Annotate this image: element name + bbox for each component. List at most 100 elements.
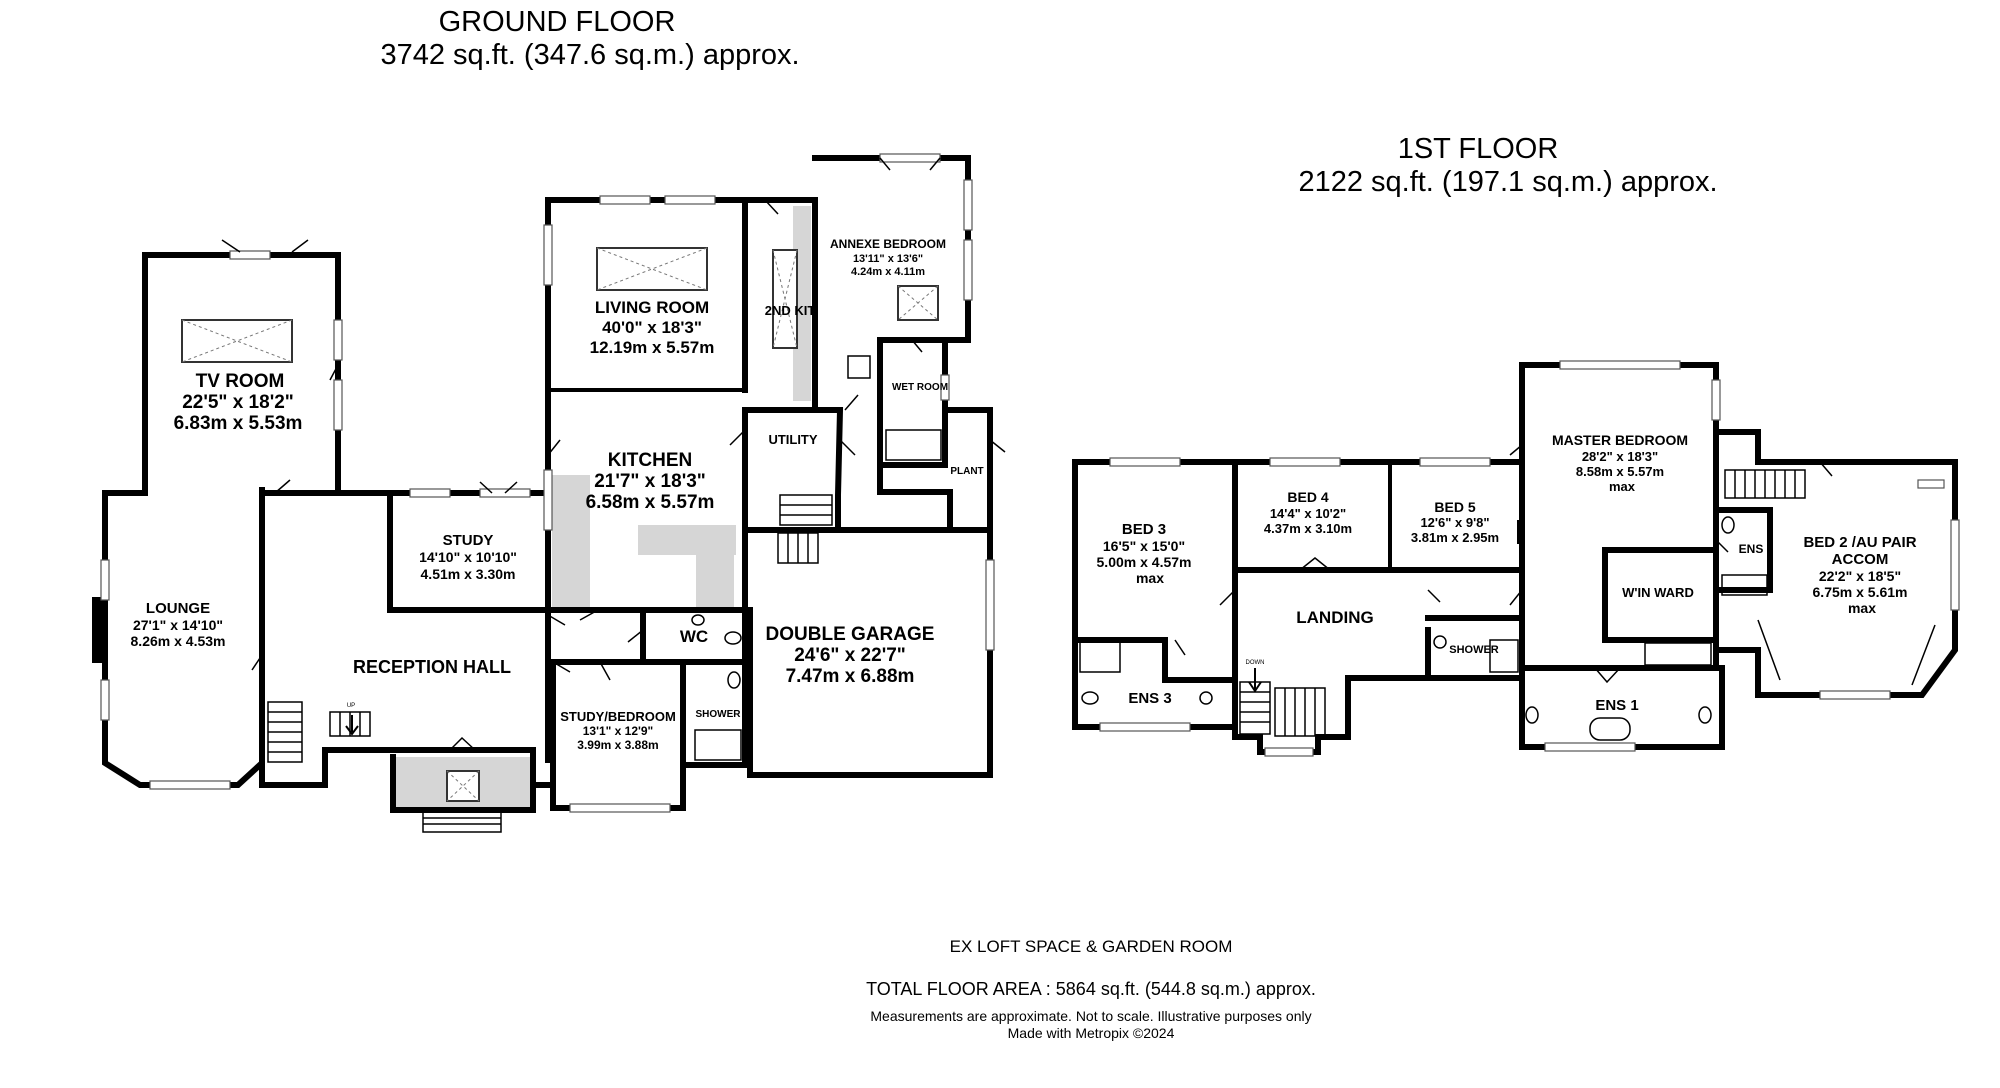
- first-floor-area: 2122 sq.ft. (197.1 sq.m.) approx.: [1298, 166, 1717, 198]
- ens3-inner-walls: [1072, 637, 1238, 683]
- first-floor-stairs: DOWN: [1239, 660, 1326, 737]
- ground-floor-heading: GROUND FLOOR 3742 sq.ft. (347.6 sq.m.) a…: [380, 6, 799, 71]
- svg-text:KITCHEN: KITCHEN: [608, 450, 692, 471]
- living-room-label: LIVING ROOM 40'0" x 18'3" 12.19m x 5.57m: [590, 298, 715, 357]
- ens3-label: ENS 3: [1128, 690, 1171, 707]
- reception-hall-label: RECEPTION HALL: [353, 657, 511, 677]
- master-fireplace: [1517, 520, 1525, 544]
- svg-text:14'10" x 10'10": 14'10" x 10'10": [419, 549, 517, 565]
- made-with: Made with Metropix ©2024: [1008, 1025, 1175, 1041]
- utility-walls: [742, 407, 844, 533]
- utility-label: UTILITY: [768, 432, 817, 447]
- svg-text:DOUBLE GARAGE: DOUBLE GARAGE: [766, 624, 935, 645]
- svg-text:13'11" x 13'6": 13'11" x 13'6": [853, 253, 923, 265]
- walk-in-wardrobe-walls: [1602, 547, 1719, 643]
- shower-tray-ff: [1489, 639, 1519, 673]
- bed5-label: BED 5 12'6" x 9'8" 3.81m x 2.95m: [1411, 499, 1499, 545]
- svg-text:4.37m x 3.10m: 4.37m x 3.10m: [1264, 521, 1352, 536]
- tv-room-label: TV ROOM 22'5" x 18'2" 6.83m x 5.53m: [174, 371, 303, 434]
- bed2-walls: [1713, 429, 1958, 698]
- bed2-stairs: [1724, 469, 1806, 499]
- wc-basin: [691, 614, 705, 626]
- svg-text:22'5" x 18'2": 22'5" x 18'2": [182, 392, 294, 413]
- annexe-skylight: [897, 285, 939, 321]
- kitchen-label: KITCHEN 21'7" x 18'3" 6.58m x 5.57m: [586, 450, 715, 513]
- svg-text:STUDY/BEDROOM: STUDY/BEDROOM: [560, 709, 676, 724]
- double-garage-label: DOUBLE GARAGE 24'6" x 22'7" 7.47m x 6.88…: [766, 624, 935, 687]
- first-floor-doors: [1174, 444, 1936, 686]
- bed4-bed5-walls: [1232, 459, 1525, 573]
- kitchen-grey-floor-2: [696, 535, 734, 607]
- svg-text:BED 5: BED 5: [1434, 499, 1475, 515]
- ens2-label: ENS 2: [1739, 542, 1774, 556]
- svg-text:STUDY: STUDY: [443, 532, 494, 549]
- ens1-label: ENS 1: [1595, 697, 1638, 714]
- lounge-label: LOUNGE 27'1" x 14'10" 8.26m x 4.53m: [131, 600, 226, 649]
- svg-text:22'2" x 18'5": 22'2" x 18'5": [1819, 568, 1901, 584]
- ground-stairs: UP: [267, 701, 371, 763]
- bed4-label: BED 4 14'4" x 10'2" 4.37m x 3.10m: [1264, 489, 1352, 536]
- stair-up-label: UP: [347, 703, 355, 709]
- plant-label: PLANT: [950, 466, 983, 477]
- svg-text:5.00m x 4.57m: 5.00m x 4.57m: [1097, 554, 1192, 570]
- ff-shower-label: SHOWER: [1449, 644, 1499, 656]
- fff-shower-walls: [1425, 615, 1525, 681]
- svg-text:8.58m x 5.57m: 8.58m x 5.57m: [1576, 464, 1664, 479]
- study-bedroom-walls: [550, 659, 686, 811]
- ens3-shower-tray: [1079, 641, 1121, 673]
- svg-text:MASTER BEDROOM: MASTER BEDROOM: [1552, 432, 1688, 448]
- kitchen-grey-floor: [552, 475, 590, 610]
- tv-room-skylight: [181, 319, 293, 363]
- second-kit-skylight: [772, 249, 798, 349]
- svg-text:16'5" x 15'0": 16'5" x 15'0": [1103, 538, 1185, 554]
- first-floor-heading: 1ST FLOOR 2122 sq.ft. (197.1 sq.m.) appr…: [1298, 133, 1717, 198]
- fireplace: [92, 597, 104, 663]
- ex-loft-note: EX LOFT SPACE & GARDEN ROOM: [950, 937, 1233, 956]
- wet-room-label: WET ROOM: [892, 382, 948, 393]
- wc-label: WC: [680, 627, 708, 646]
- reception-hall-walls: [259, 490, 551, 763]
- ens3-toilet: [1081, 691, 1099, 705]
- svg-text:28'2" x 18'3": 28'2" x 18'3": [1582, 449, 1658, 464]
- svg-text:8.26m x 4.53m: 8.26m x 4.53m: [131, 633, 226, 649]
- svg-text:3.81m x 2.95m: 3.81m x 2.95m: [1411, 530, 1499, 545]
- svg-text:14'4" x 10'2": 14'4" x 10'2": [1270, 506, 1346, 521]
- svg-text:max: max: [1136, 570, 1164, 586]
- ens2-shower: [1721, 574, 1768, 596]
- bed3-ens3-walls: [1072, 459, 1238, 730]
- svg-text:24'6" x 22'7": 24'6" x 22'7": [794, 645, 906, 666]
- porch-steps: [422, 811, 502, 833]
- ens1-bath: [1589, 717, 1631, 741]
- second-kit-walls: [742, 197, 818, 413]
- ground-windows: [100, 153, 995, 813]
- ground-doors: [221, 157, 1006, 776]
- svg-text:6.75m x 5.61m: 6.75m x 5.61m: [1813, 584, 1908, 600]
- ground-shower-label: SHOWER: [696, 709, 742, 720]
- svg-text:max: max: [1848, 600, 1876, 616]
- living-room-skylight: [596, 247, 708, 291]
- study-label: STUDY 14'10" x 10'10" 4.51m x 3.30m: [419, 532, 517, 582]
- master-bedroom-label: MASTER BEDROOM 28'2" x 18'3" 8.58m x 5.5…: [1552, 432, 1688, 494]
- svg-text:LIVING ROOM: LIVING ROOM: [595, 298, 709, 317]
- svg-text:3.99m x 3.88m: 3.99m x 3.88m: [577, 738, 658, 752]
- walk-in-wardrobe-label: W'IN WARD: [1622, 585, 1694, 600]
- shower-toilet: [727, 671, 741, 689]
- svg-text:ACCOM: ACCOM: [1832, 551, 1889, 568]
- landing-label: LANDING: [1296, 608, 1373, 627]
- ens1-shower: [1644, 642, 1712, 666]
- svg-text:6.83m x 5.53m: 6.83m x 5.53m: [174, 413, 303, 434]
- ens1-basin: [1698, 706, 1712, 724]
- total-floor-area: TOTAL FLOOR AREA : 5864 sq.ft. (544.8 sq…: [866, 979, 1316, 999]
- svg-text:6.58m x 5.57m: 6.58m x 5.57m: [586, 492, 715, 513]
- porch-skylight: [446, 770, 480, 802]
- svg-text:21'7" x 18'3": 21'7" x 18'3": [594, 471, 706, 492]
- ens3-basin: [1199, 691, 1213, 705]
- porch-walls: [390, 754, 536, 813]
- annexe-basin: [847, 355, 871, 379]
- first-floor-plan: DOWN: [1072, 360, 1960, 757]
- svg-text:12'6" x 9'8": 12'6" x 9'8": [1420, 515, 1489, 530]
- svg-text:7.47m x 6.88m: 7.47m x 6.88m: [786, 666, 915, 687]
- wc-toilet: [724, 631, 742, 645]
- landing-walls: [1232, 567, 1431, 755]
- svg-text:BED 3: BED 3: [1122, 521, 1166, 538]
